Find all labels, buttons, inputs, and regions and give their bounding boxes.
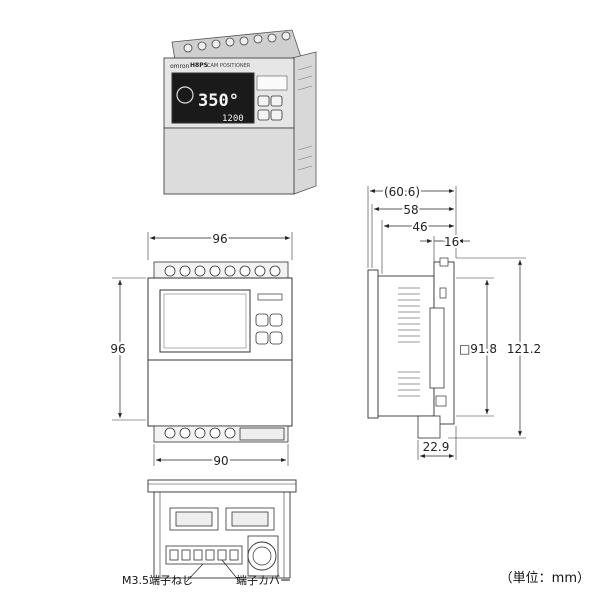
terminal-screw-label: M3.5端子ねじ: [122, 574, 193, 587]
front-bottom-width-label: 90: [213, 454, 228, 468]
photo-model: H8PS: [190, 62, 208, 69]
terminal-cover-label: 端子カバー: [236, 574, 291, 587]
unit-label: （単位：mm）: [500, 570, 590, 586]
front-top-terminals: [164, 265, 281, 277]
side-bottom-depth-label: 22.9: [423, 440, 450, 454]
side-depth-overall-label: (60.6): [384, 185, 420, 199]
side-depth-46-label: 46: [412, 220, 427, 234]
bottom-socket-connector: [247, 541, 277, 571]
bottom-connectors: [169, 507, 275, 531]
front-keypad: [255, 313, 283, 345]
side-cutout-label: □91.8: [459, 342, 497, 356]
photo-keypad: [257, 95, 283, 121]
front-lcd-window: [159, 289, 251, 353]
side-depth-58-label: 58: [403, 203, 418, 217]
bottom-view: M3.5端子ねじ 端子カバー: [122, 479, 297, 587]
photo-dial-icon: [176, 86, 194, 104]
photo-brand: omron: [170, 63, 190, 70]
side-vent-slots: [398, 287, 420, 397]
side-view: (60.6) 58 46 16 □91.8 121.2 22.9: [367, 183, 544, 460]
photo-warning-label: [256, 75, 288, 91]
front-width-label: 96: [212, 232, 227, 246]
front-bottom-terminals: [164, 427, 285, 441]
side-depth-16-label: 16: [444, 235, 459, 249]
photo-top-terminals: [183, 31, 291, 53]
photo-subtitle: CAM POSITIONER: [207, 63, 251, 69]
front-height-label: 96: [110, 342, 125, 356]
front-view: 96 96 90: [108, 230, 293, 470]
product-photo: omron H8PS CAM POSITIONER 350° 1200: [163, 29, 317, 195]
photo-display-sub: 1200: [222, 114, 244, 124]
side-height-overall-label: 121.2: [507, 342, 541, 356]
photo-display-main: 350°: [198, 91, 239, 111]
bottom-terminal-screws: [165, 545, 243, 565]
photo-lcd-screen: [171, 72, 255, 124]
front-label-plate: [257, 293, 283, 301]
